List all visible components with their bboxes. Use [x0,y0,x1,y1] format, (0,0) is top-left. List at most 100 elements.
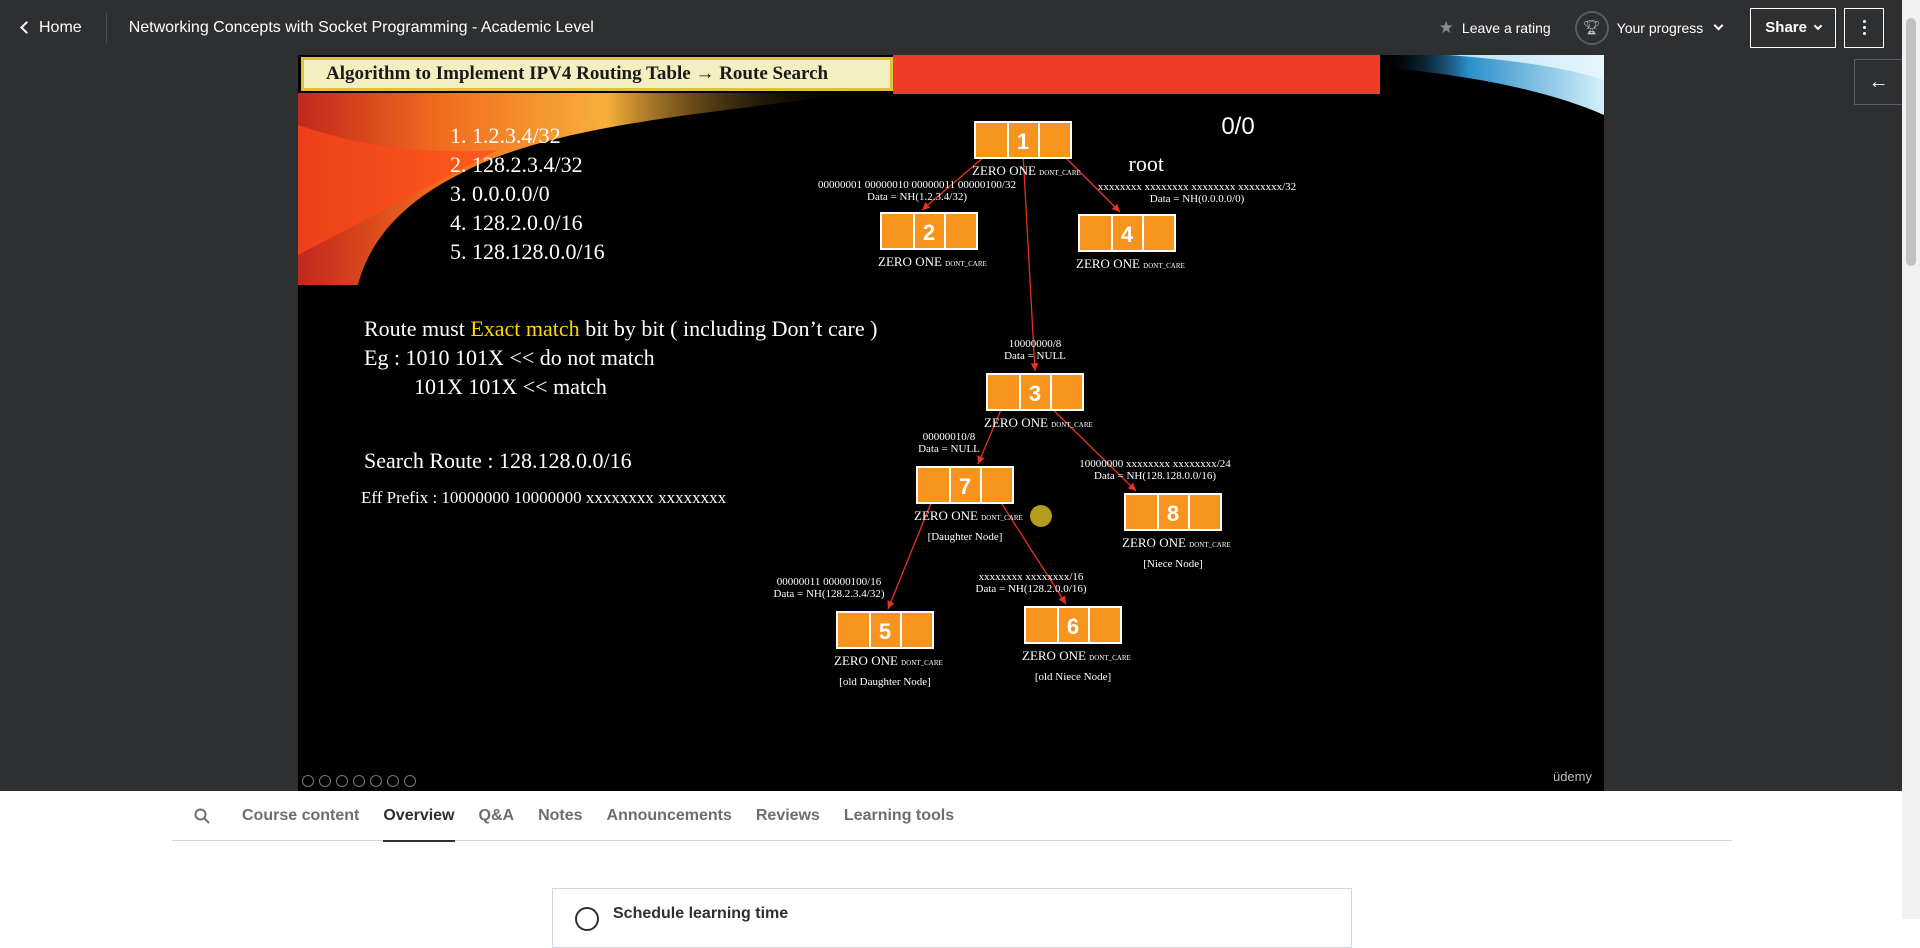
trie-node-child-labels: ZERO ONE DONT_CARE [834,653,943,668]
next-slide-icon[interactable] [319,775,331,787]
star-icon: ★ [1438,17,1454,37]
root-prefix-caption: 0/0 [1221,113,1254,140]
title-red-bar [893,55,1380,94]
trie-node-caption: Data = NH(128.2.3.4/32) [774,588,885,600]
more-icon[interactable] [404,775,416,787]
settings-icon[interactable] [387,775,399,787]
course-title: Networking Concepts with Socket Programm… [128,18,594,36]
trie-node-caption: Data = NULL [1004,350,1066,362]
trie-node-child-labels: ZERO ONE DONT_CARE [972,163,1081,178]
search-icon [194,808,210,824]
exact-match-rule: Route must Exact match bit by bit ( incl… [364,316,877,341]
route-list-item: 2. 128.2.3.4/32 [450,152,583,177]
tab-reviews[interactable]: Reviews [755,806,820,824]
trie-node-child-labels: ZERO ONE DONT_CARE [984,415,1093,430]
slide-background-swoosh [298,55,1604,285]
prev-slide-icon[interactable] [302,775,314,787]
trie-node-caption: Data = NULL [918,443,980,455]
rating-label: Leave a rating [1461,19,1551,36]
course-header: Home Networking Concepts with Socket Pro… [0,0,1902,55]
progress-dropdown[interactable]: 🏆︎ Your progress [1574,10,1724,45]
header-divider [105,12,107,43]
trie-node-id: 3 [1029,381,1041,406]
trie-edge [1022,152,1039,372]
trie-node-caption: 00000001 00000010 00000011 00000100/32 [818,179,1016,191]
slide-title: Algorithm to Implement IPV4 Routing Tabl… [301,57,893,91]
trie-node-caption: 10000000/8 [1009,338,1062,350]
scrollbar-thumb[interactable] [1906,18,1916,266]
eff-prefix: Eff Prefix : 10000000 10000000 xxxxxxxx … [361,488,727,507]
tab-notes[interactable]: Notes [538,806,583,824]
trie-node-caption: Data = NH(0.0.0.0/0) [1150,193,1245,205]
search-tab[interactable] [194,791,212,841]
trie-node-id: 5 [879,619,891,644]
trie-node-child-labels: ZERO ONE DONT_CARE [1122,535,1231,550]
tab-overview[interactable]: Overview [383,791,455,842]
video-player[interactable]: Algorithm to Implement IPV4 Routing Tabl… [0,55,1902,791]
route-list-item: 4. 128.2.0.0/16 [450,210,583,235]
more-options-button[interactable] [1844,7,1884,48]
home-label: Home [39,18,82,36]
trie-node-id: 8 [1167,501,1179,526]
trie-node-caption: Data = NH(128.128.0.0/16) [1094,470,1216,482]
trie-node-caption: Data = NH(1.2.3.4/32) [867,191,967,203]
trie-node-note: [old Niece Node] [1035,671,1111,683]
share-label: Share [1765,19,1807,36]
zoom-icon[interactable] [370,775,382,787]
course-tabs: Course content Overview Q&A Notes Announ… [172,791,1732,842]
slide-content: 1. 1.2.3.4/32 2. 128.2.3.4/32 3. 0.0.0.0… [361,113,1296,688]
trie-node-caption: xxxxxxxx xxxxxxxx/16 [979,571,1084,583]
schedule-learning-card[interactable]: Schedule learning time [552,888,1352,948]
trie-node-child-labels: ZERO ONE DONT_CARE [1022,648,1131,663]
trie-node-id: 6 [1067,614,1079,639]
pen-icon[interactable] [336,775,348,787]
trie-node-note: [Niece Node] [1143,558,1203,570]
slide-controls[interactable] [302,775,416,787]
arrow-left-icon: ← [1868,70,1889,93]
share-button[interactable]: Share [1750,7,1836,48]
trie-edge [921,150,992,211]
trie-edge [977,404,1004,465]
trie-node-child-labels: ZERO ONE DONT_CARE [878,254,987,269]
tab-qa[interactable]: Q&A [478,806,515,824]
trie-edge [997,497,1067,605]
alarm-clock-icon [575,907,599,931]
trie-node-caption: 00000011 00000100/16 [777,576,882,588]
trie-node-caption: 10000000 xxxxxxxx xxxxxxxx/24 [1079,458,1231,470]
trie-node-id: 2 [923,220,935,245]
udemy-watermark: üdemy [1552,769,1592,784]
trie-node-id: 1 [1017,129,1029,154]
route-list-item: 5. 128.128.0.0/16 [450,239,605,264]
trie-node-caption: Data = NH(128.2.0.0/16) [976,583,1087,595]
route-list-item: 3. 0.0.0.0/0 [450,181,550,206]
lecture-slide: Algorithm to Implement IPV4 Routing Tabl… [298,55,1604,791]
tab-announcements[interactable]: Announcements [606,806,732,824]
trophy-icon: 🏆︎ [1574,10,1609,45]
trie-node-child-labels: ZERO ONE DONT_CARE [914,508,1023,523]
slides-icon[interactable] [353,775,365,787]
route-list-item: 1. 1.2.3.4/32 [450,123,561,148]
chevron-left-icon [20,21,33,34]
leave-rating-button[interactable]: ★ Leave a rating [1439,18,1551,38]
sidebar-toggle-button[interactable]: ← [1854,59,1902,105]
example-match: 101X 101X << match [414,374,607,399]
schedule-title: Schedule learning time [613,905,789,922]
trie-node-caption: 00000010/8 [923,431,976,443]
tab-learning-tools[interactable]: Learning tools [843,806,955,824]
page-scrollbar[interactable] [1902,0,1920,919]
home-link[interactable]: Home [0,0,102,55]
tab-course-content[interactable]: Course content [242,806,360,824]
chevron-down-icon [1813,21,1823,30]
progress-label: Your progress [1616,19,1704,36]
kebab-icon [1862,20,1866,23]
trie-node-caption: xxxxxxxx xxxxxxxx xxxxxxxx xxxxxxxx/32 [1098,181,1296,193]
trie-edge [887,497,934,610]
